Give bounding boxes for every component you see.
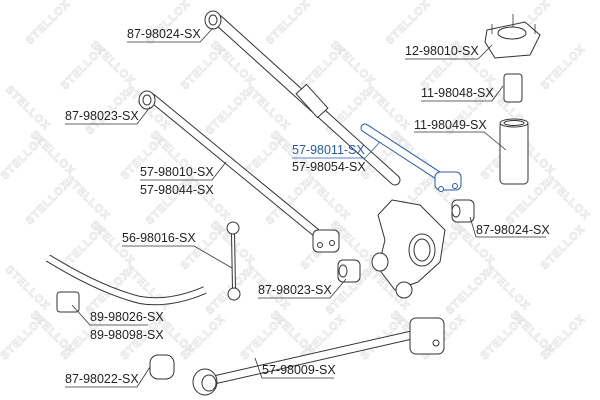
bump-stop (503, 73, 523, 103)
watermark-text: STELLOX (0, 313, 48, 362)
label-57-98010: 57-98010-SX (140, 165, 214, 179)
knuckle-bushing-2-bore (338, 264, 348, 278)
watermark-text: STELLOX (24, 178, 73, 227)
watermark-text: STELLOX (243, 84, 292, 133)
label-87-98024-top: 87-98024-SX (127, 27, 201, 41)
watermark-text: STELLOX (24, 0, 73, 47)
label-57-98011-highlighted: 57-98011-SX (292, 143, 365, 157)
watermark-text: STELLOX (504, 178, 553, 227)
watermark-text: STELLOX (3, 84, 52, 133)
label-57-98009: 57-98009-SX (262, 363, 336, 377)
label-89-98026: 89-98026-SX (90, 310, 164, 324)
strut-mount (484, 14, 541, 59)
watermark-text: STELLOX (204, 88, 253, 137)
watermark-text: STELLOX (303, 174, 352, 223)
label-89-98098: 89-98098-SX (90, 328, 164, 342)
knuckle (371, 199, 446, 299)
watermark-text: STELLOX (59, 43, 108, 92)
label-87-98023-left: 87-98023-SX (65, 109, 139, 123)
watermark-text: STELLOX (239, 313, 288, 362)
watermark-text: STELLOX (63, 174, 112, 223)
watermark-text: STELLOX (363, 84, 412, 133)
watermark-text: STELLOX (384, 0, 433, 47)
label-87-98022: 87-98022-SX (65, 372, 139, 386)
label-56-98016: 56-98016-SX (122, 231, 196, 245)
watermark-text: STELLOX (264, 0, 313, 47)
label-11-98049: 11-98049-SX (414, 118, 487, 132)
leader-lines (65, 27, 546, 388)
watermark-text: STELLOX (183, 174, 232, 223)
watermark-text: STELLOX (123, 264, 172, 313)
label-11-98048: 11-98048-SX (421, 86, 494, 100)
label-57-98044: 57-98044-SX (140, 183, 214, 197)
watermark-text: STELLOX (479, 313, 528, 362)
knuckle-bushing-bore (451, 204, 461, 218)
upper-control-arm (204, 10, 401, 186)
label-87-98024-right: 87-98024-SX (476, 223, 550, 237)
label-57-98054: 57-98054-SX (292, 160, 366, 174)
watermark-text: STELLOX (543, 174, 592, 223)
lower-control-arm (138, 90, 340, 253)
trailing-bushing (149, 354, 175, 380)
label-87-98023-mid: 87-98023-SX (258, 283, 332, 297)
dust-boot (499, 118, 529, 185)
watermark-text: STELLOX (179, 43, 228, 92)
watermark-text: STELLOX (444, 268, 493, 317)
watermark-text: STELLOX (539, 43, 588, 92)
trailing-arm (192, 317, 445, 396)
stabilizer-link (226, 221, 241, 301)
label-12-98010: 12-98010-SX (405, 44, 479, 58)
adjustable-link-highlighted (360, 123, 462, 192)
watermark-text: STELLOX (0, 133, 48, 182)
watermark-text: STELLOX (3, 264, 52, 313)
watermark-text: STELLOX (483, 264, 532, 313)
